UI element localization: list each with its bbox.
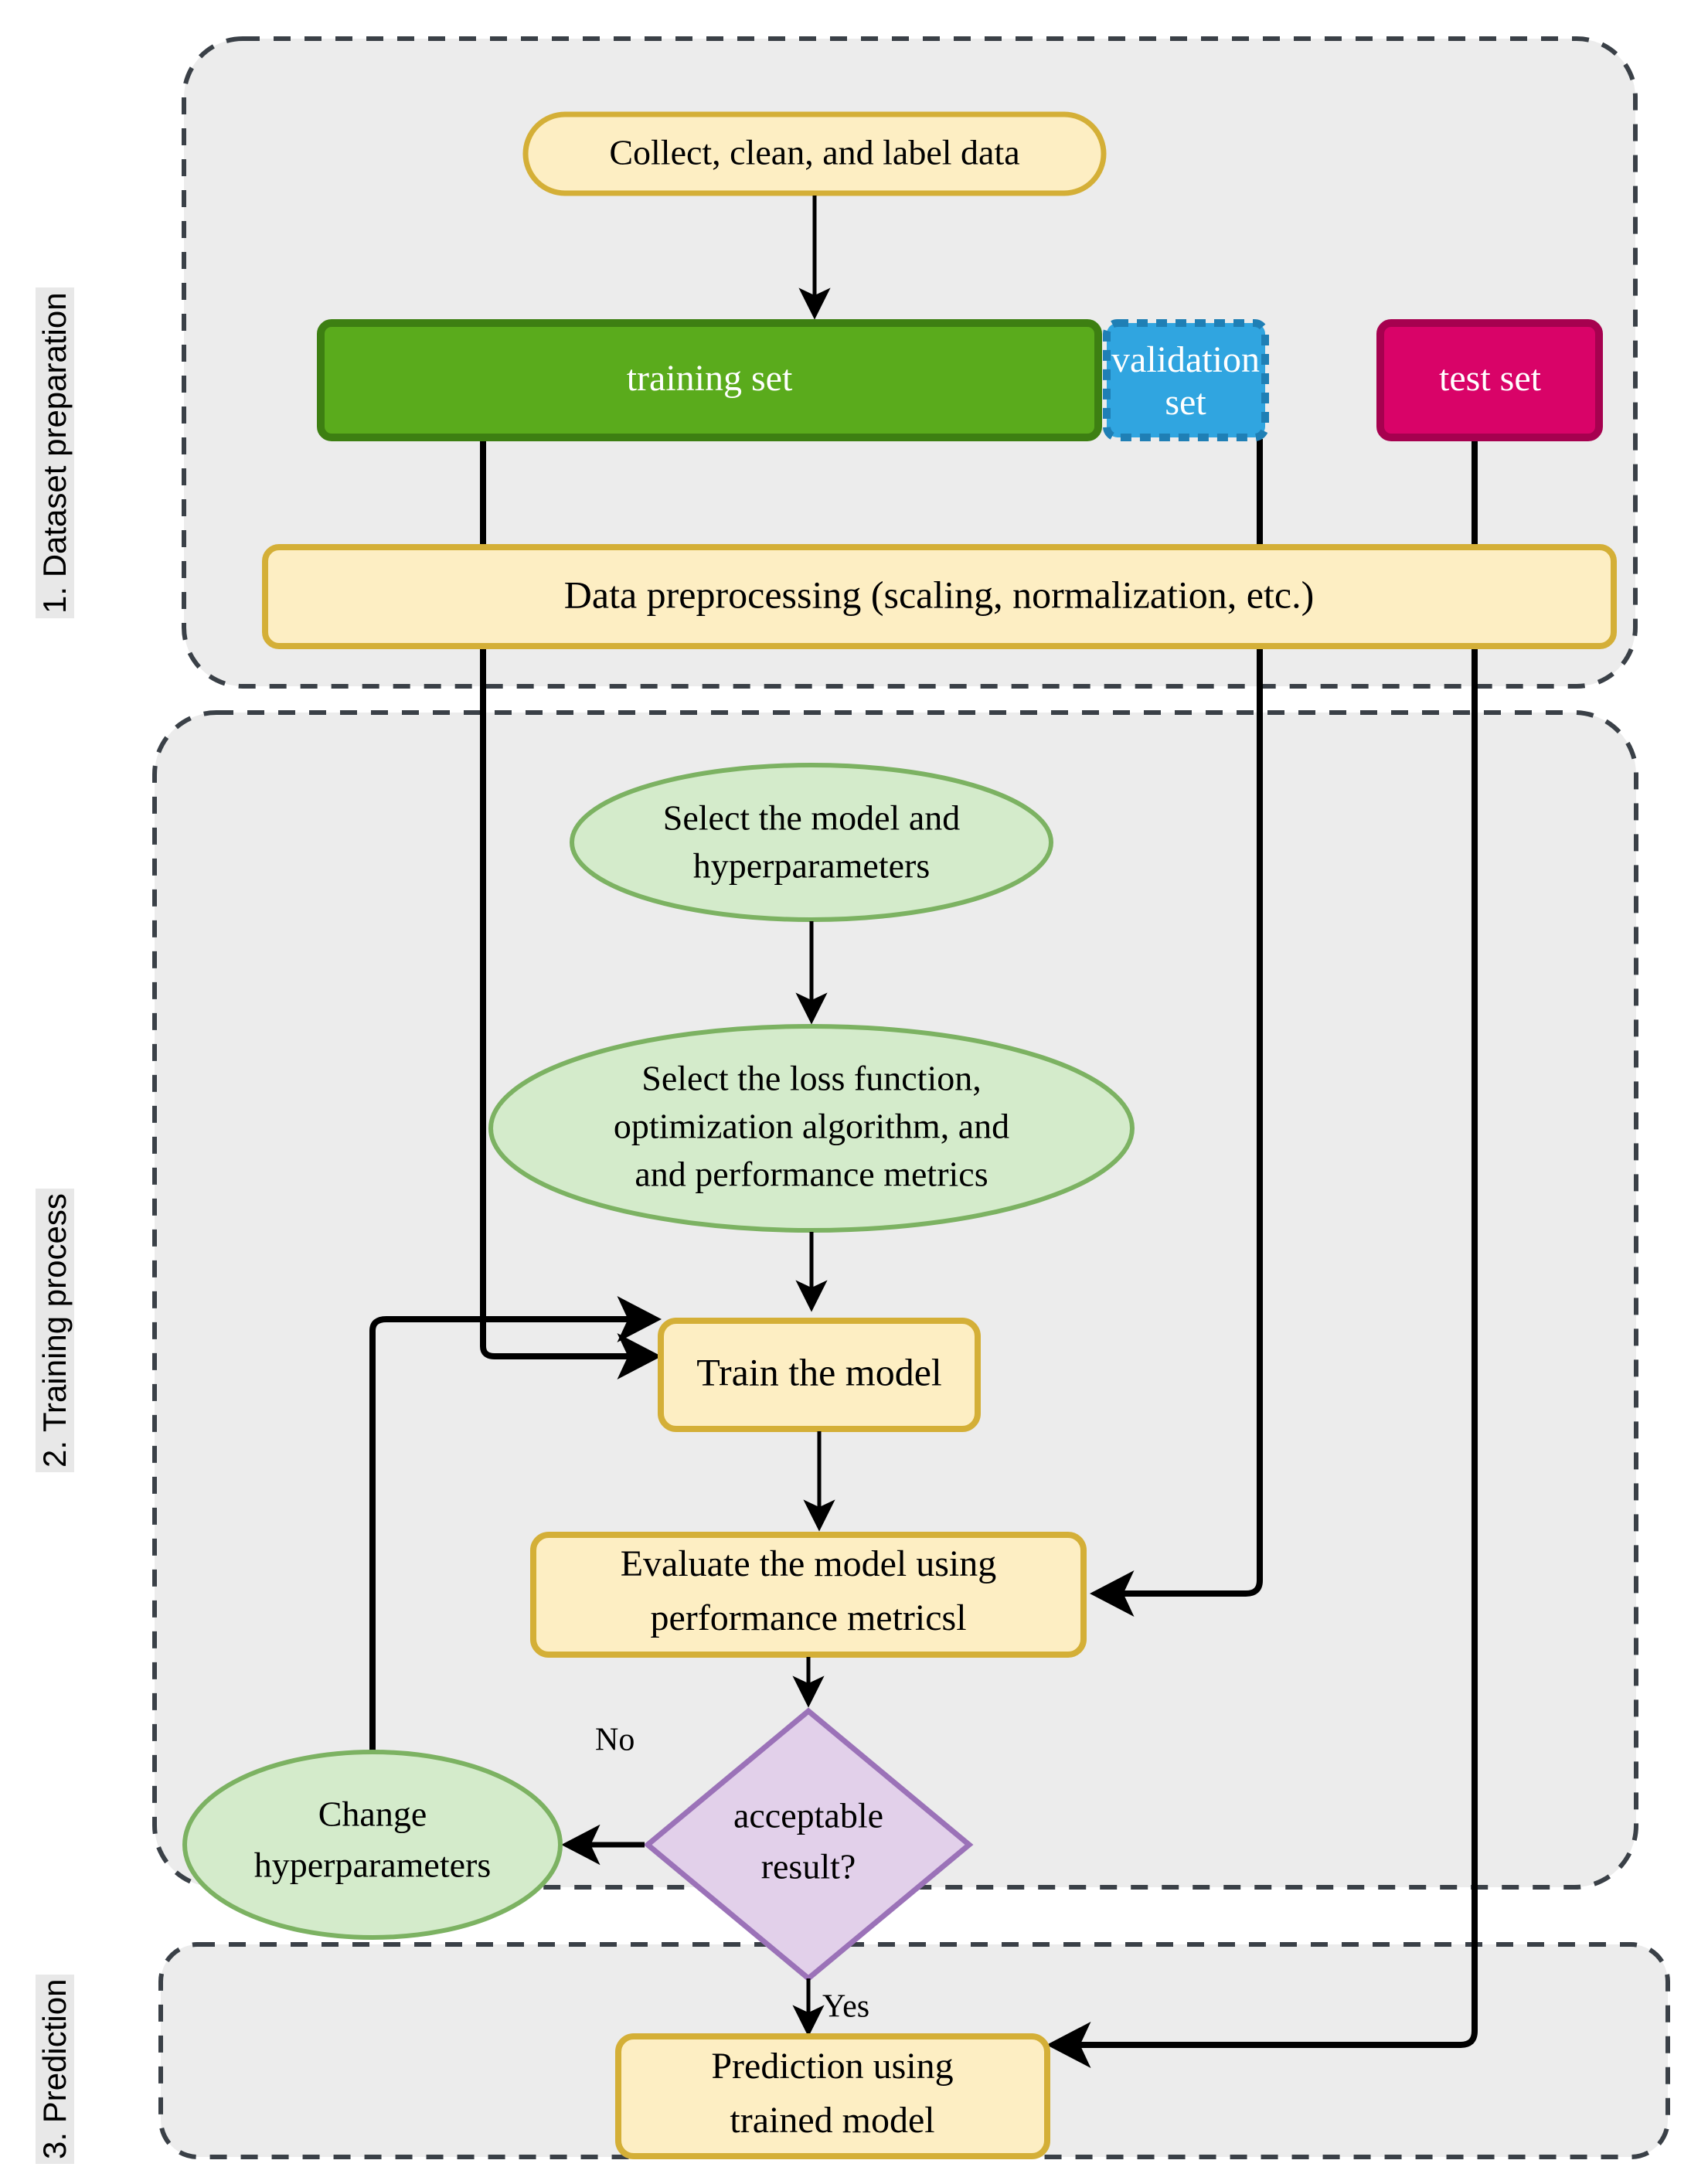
node-prediction-line1: Prediction using: [711, 2046, 953, 2087]
node-preprocessing-label: Data preprocessing (scaling, normalizati…: [564, 573, 1314, 616]
node-select-model-line1: Select the model and: [663, 798, 961, 838]
edge-label-yes: Yes: [822, 1989, 869, 2025]
node-select-loss-function[interactable]: Select the loss function, optimization a…: [488, 1024, 1135, 1233]
edge-test-set-to-prediction: [1046, 439, 1478, 2068]
node-train-model-label: Train the model: [696, 1350, 942, 1393]
node-change-hyper-line1: Change: [318, 1794, 427, 1834]
node-change-hyper-line2: hyperparameters: [254, 1846, 492, 1885]
node-training-set-label: training set: [627, 358, 793, 399]
node-validation-set-label-line2: set: [1165, 382, 1206, 423]
node-training-set[interactable]: training set: [317, 319, 1102, 441]
node-select-loss-line3: and performance metrics: [635, 1155, 988, 1194]
edge-change-hyperparameters-to-train-model: [369, 1296, 662, 1753]
node-prediction-line2: trained model: [730, 2100, 934, 2141]
node-evaluate-line1: Evaluate the model using: [621, 1543, 997, 1584]
node-validation-set-label-line1: validation: [1111, 339, 1260, 380]
node-select-model-line2: hyperparameters: [693, 846, 931, 886]
node-evaluate-model[interactable]: Evaluate the model using performance met…: [530, 1532, 1087, 1658]
node-validation-set[interactable]: validation set: [1103, 319, 1269, 441]
edge-validation-set-to-evaluate: [1090, 439, 1263, 1617]
node-test-set-label: test set: [1439, 358, 1542, 399]
node-select-loss-line1: Select the loss function,: [641, 1059, 981, 1098]
node-decision-line1: acceptable: [733, 1796, 883, 1835]
node-test-set[interactable]: test set: [1376, 319, 1603, 441]
node-train-the-model[interactable]: Train the model: [658, 1318, 981, 1432]
node-select-loss-line2: optimization algorithm, and: [614, 1107, 1009, 1146]
node-prediction-using-trained-model[interactable]: Prediction using trained model: [615, 2033, 1050, 2159]
edge-label-no: No: [595, 1723, 635, 1758]
lane-label-dataset-preparation: 1. Dataset preparation: [36, 287, 74, 618]
node-data-preprocessing[interactable]: Data preprocessing (scaling, normalizati…: [262, 544, 1617, 649]
lane-label-prediction: 3. Prediction: [36, 1974, 74, 2164]
node-collect-clean-label-data[interactable]: Collect, clean, and label data: [522, 111, 1107, 196]
lane-label-training-process: 2. Training process: [36, 1189, 74, 1472]
edge-training-set-to-train-model: [480, 439, 662, 1379]
node-collect-label: Collect, clean, and label data: [609, 133, 1019, 172]
node-select-model-hyperparameters[interactable]: Select the model and hyperparameters: [570, 763, 1053, 922]
node-change-hyperparameters[interactable]: Change hyperparameters: [182, 1750, 563, 1940]
node-decision-acceptable-result[interactable]: acceptable result?: [643, 1707, 974, 1982]
node-decision-line2: result?: [761, 1847, 856, 1886]
node-evaluate-line2: performance metricsl: [650, 1597, 966, 1638]
